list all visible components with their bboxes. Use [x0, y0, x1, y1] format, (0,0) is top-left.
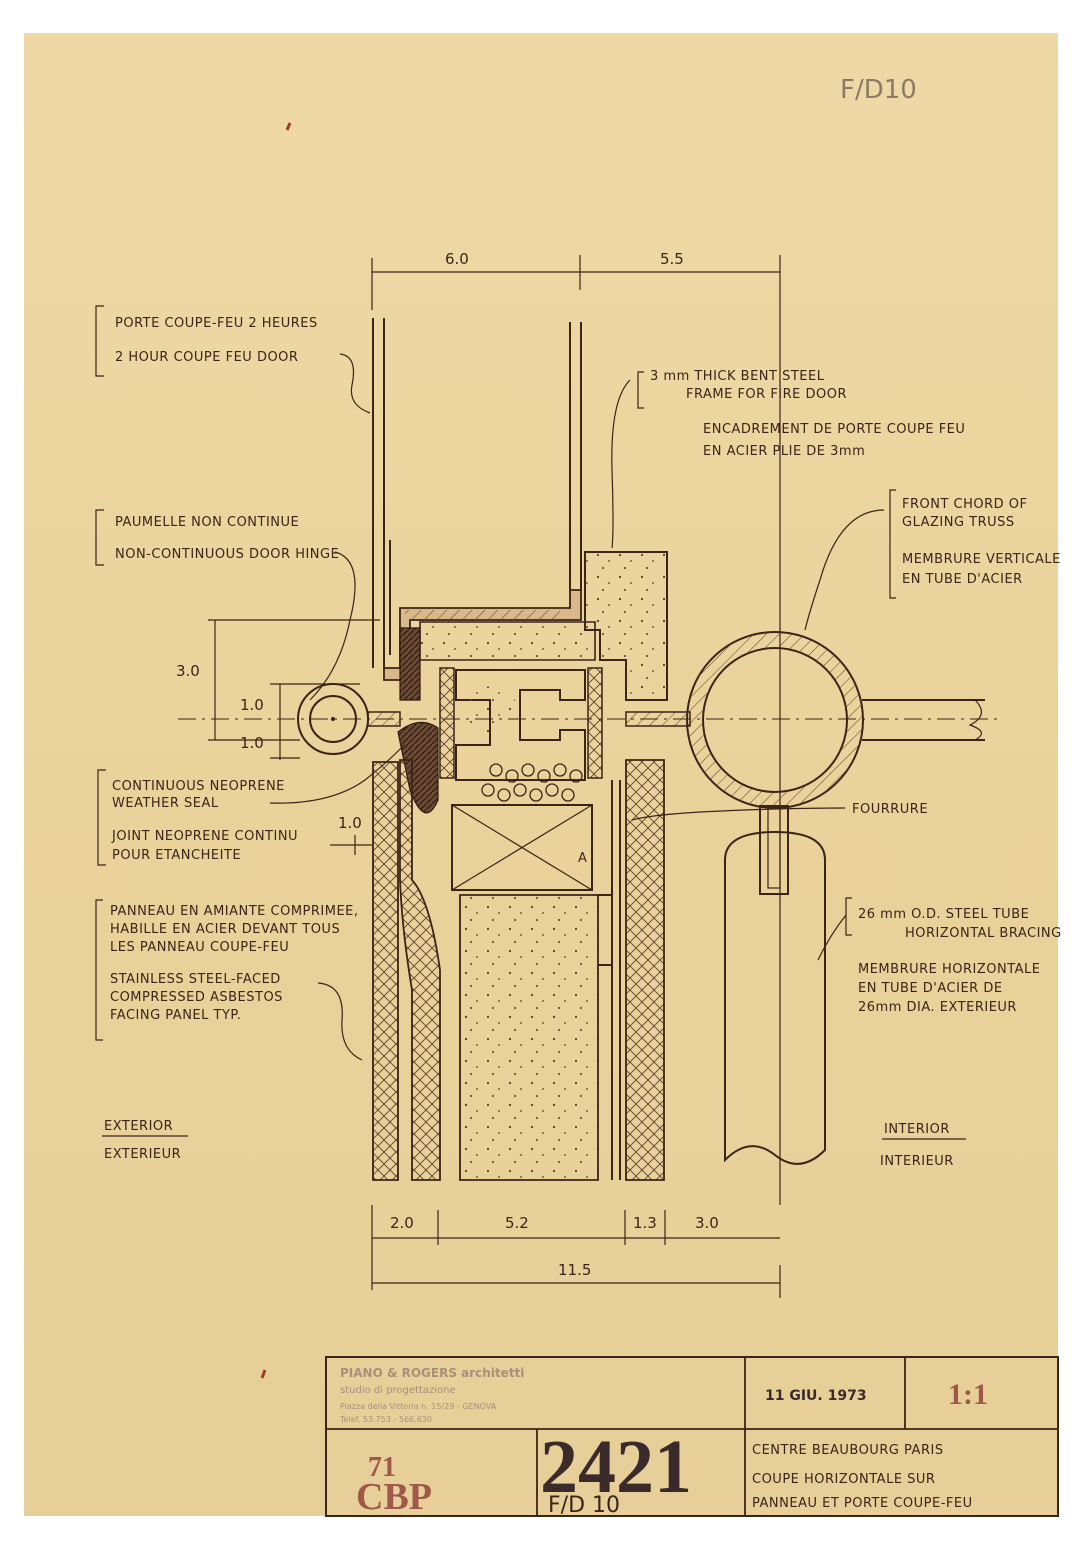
top-dimension-2: 5.5	[660, 250, 684, 268]
annotation-door-fr: PORTE COUPE-FEU 2 HEURES	[115, 316, 318, 331]
red-mark-bottom	[260, 1369, 267, 1379]
annotation-frame-en-2: FRAME FOR FIRE DOOR	[686, 387, 847, 402]
horizontal-bracing-tube	[724, 805, 826, 1165]
drawing-date: 11 GIU. 1973	[765, 1388, 867, 1404]
annotation-frame-en-1: 3 mm THICK BENT STEEL	[650, 369, 825, 384]
firm-address: Piazza della Vittoria n. 15/29 - GENOVA	[340, 1402, 497, 1411]
upper-neoprene-seal	[399, 627, 421, 701]
lower-neoprene-seal	[397, 721, 439, 814]
annotation-hinge: PAUMELLE NON CONTINUE NON-CONTINUOUS DOO…	[95, 509, 356, 701]
annotation-tube-en-1: 26 mm O.D. STEEL TUBE	[858, 907, 1029, 922]
annotation-seal: CONTINUOUS NEOPRENE WEATHER SEAL JOINT N…	[97, 744, 405, 866]
bottom-total: 11.5	[558, 1261, 591, 1279]
top-dimension-line: 6.0 5.5	[371, 250, 781, 1205]
annotation-panel-en-2: COMPRESSED ASBESTOS	[110, 990, 283, 1005]
annotation-panel-en-1: STAINLESS STEEL-FACED	[110, 972, 281, 987]
annotation-tube-fr-2: EN TUBE D'ACIER DE	[858, 981, 1003, 996]
interior-label-en: INTERIOR	[884, 1122, 950, 1137]
bottom-dimension-3: 1.3	[633, 1214, 657, 1232]
annotation-door-en: 2 HOUR COUPE FEU DOOR	[115, 350, 298, 365]
dim-offset: 1.0	[338, 814, 362, 832]
studio-name: studio di progettazione	[340, 1385, 456, 1396]
exterior-label-en: EXTERIOR	[104, 1119, 173, 1134]
annotation-fourrure: FOURRURE A	[578, 802, 928, 866]
drawing-title-1: CENTRE BEAUBOURG PARIS	[752, 1443, 944, 1458]
annotation-hinge-en: NON-CONTINUOUS DOOR HINGE	[115, 547, 339, 562]
tracing-paper	[24, 33, 1058, 1516]
drawing-title-3: PANNEAU ET PORTE COUPE-FEU	[752, 1496, 973, 1511]
exterior-label-fr: EXTERIEUR	[104, 1147, 181, 1162]
firm-name: PIANO & ROGERS architetti	[340, 1366, 524, 1380]
annotation-panel-fr-3: LES PANNEAU COUPE-FEU	[110, 940, 289, 955]
annotation-tube-fr-1: MEMBRURE HORIZONTALE	[858, 962, 1041, 977]
annotation-chord-fr-1: MEMBRURE VERTICALE	[902, 552, 1061, 567]
annotation-seal-fr-1: JOINT NEOPRENE CONTINU	[111, 829, 298, 844]
title-block: PIANO & ROGERS architetti studio di prog…	[325, 1356, 1059, 1518]
annotation-panel: PANNEAU EN AMIANTE COMPRIMEE, HABILLE EN…	[95, 899, 363, 1061]
annotation-seal-fr-2: POUR ETANCHEITE	[112, 848, 241, 863]
annotation-frame-fr-2: EN ACIER PLIE DE 3mm	[703, 444, 865, 459]
annotation-chord-en-2: GLAZING TRUSS	[902, 515, 1015, 530]
annotation-tube: 26 mm O.D. STEEL TUBE HORIZONTAL BRACING…	[817, 897, 1062, 1015]
filler-beads	[481, 763, 583, 802]
annotation-tube-en-2: HORIZONTAL BRACING	[905, 926, 1062, 941]
dim-total-left: 3.0	[176, 662, 200, 680]
annotation-panel-fr-2: HABILLE EN ACIER DEVANT TOUS	[110, 922, 340, 937]
annotation-chord: FRONT CHORD OF GLAZING TRUSS MEMBRURE VE…	[804, 489, 1061, 631]
annotation-panel-en-3: FACING PANEL TYP.	[110, 1008, 241, 1023]
drawing-scale: 1:1	[948, 1378, 988, 1411]
project-code: CBP	[356, 1476, 432, 1518]
top-dimension-1: 6.0	[445, 250, 469, 268]
drawing-number: 2421	[540, 1425, 692, 1509]
annotation-frame-fr-1: ENCADREMENT DE PORTE COUPE FEU	[703, 422, 965, 437]
bent-steel-frame	[383, 551, 668, 701]
section-mark: A	[578, 851, 587, 866]
annotation-chord-en-1: FRONT CHORD OF	[902, 497, 1028, 512]
core-block	[451, 804, 593, 891]
left-dimensions: 3.0 1.0 1.0 1.0	[176, 619, 380, 855]
red-mark-top	[285, 122, 292, 131]
annotation-seal-en-1: CONTINUOUS NEOPRENE	[112, 779, 285, 794]
bottom-dimensions: 2.0 5.2 1.3 3.0 11.5	[371, 1205, 781, 1298]
side-labels: EXTERIOR EXTERIEUR INTERIOR INTERIEUR	[102, 1119, 966, 1169]
drawing-subnumber: F/D 10	[548, 1493, 620, 1518]
annotation-fourrure-label: FOURRURE	[852, 802, 928, 817]
bottom-dimension-1: 2.0	[390, 1214, 414, 1232]
dim-lower-left: 1.0	[240, 734, 264, 752]
annotation-door: PORTE COUPE-FEU 2 HEURES 2 HOUR COUPE FE…	[95, 305, 371, 414]
annotation-panel-fr-1: PANNEAU EN AMIANTE COMPRIMEE,	[110, 904, 359, 919]
bottom-dimension-4: 3.0	[695, 1214, 719, 1232]
drawing-title-2: COUPE HORIZONTALE SUR	[752, 1472, 935, 1487]
sheet-number-small: 71	[368, 1452, 396, 1483]
fire-door-leaf	[372, 318, 582, 668]
annotation-hinge-fr: PAUMELLE NON CONTINUE	[115, 515, 299, 530]
bottom-dimension-2: 5.2	[505, 1214, 529, 1232]
firm-phone: Telef. 53.753 - 566.630	[339, 1415, 432, 1424]
interior-label-fr: INTERIEUR	[880, 1154, 954, 1169]
inner-extrusion	[439, 667, 603, 781]
asbestos-facing-panel	[372, 759, 665, 1181]
annotation-seal-en-2: WEATHER SEAL	[112, 796, 219, 811]
glazing-truss-chord	[625, 631, 985, 809]
annotation-tube-fr-3: 26mm DIA. EXTERIEUR	[858, 1000, 1017, 1015]
sheet-reference: F/D10	[840, 75, 917, 105]
annotation-frame: 3 mm THICK BENT STEEL FRAME FOR FIRE DOO…	[611, 369, 965, 549]
annotation-chord-fr-2: EN TUBE D'ACIER	[902, 572, 1023, 587]
dim-upper-left: 1.0	[240, 696, 264, 714]
